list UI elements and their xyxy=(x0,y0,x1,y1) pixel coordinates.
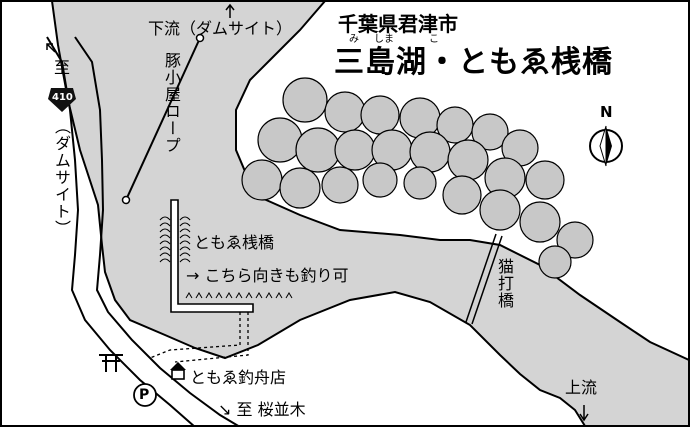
title-main: 三島湖・ともゑ桟橋 xyxy=(334,45,613,80)
moored-boats xyxy=(159,216,293,299)
rope-line xyxy=(125,37,201,201)
pier-structure xyxy=(170,199,254,313)
road-edge-right xyxy=(74,36,241,427)
bridge xyxy=(465,233,503,325)
forest xyxy=(241,77,594,279)
parking-letter: P xyxy=(139,387,150,403)
shrine-icon xyxy=(99,354,123,372)
footpath-2 xyxy=(174,312,249,363)
label-pier: ともゑ桟橋 xyxy=(194,233,275,252)
downstream-dest-text: （ダムサイト） xyxy=(180,19,293,38)
label-fishing-ok: → こちら向きも釣り可 xyxy=(186,266,349,285)
nw-arrow-icon xyxy=(46,43,56,53)
house-icon xyxy=(170,362,186,380)
label-left-damsite: （ダムサイト） xyxy=(52,118,71,237)
label-sakuranamiki: ↘ 至 桜並木 xyxy=(218,400,306,419)
downstream-text: 下流 xyxy=(148,19,181,38)
label-rope: 豚小屋ロープ xyxy=(162,52,181,154)
ruby-ko: こ xyxy=(429,34,439,45)
label-bridge: 猫打橋 xyxy=(495,258,514,309)
title-city: 千葉県君津市 xyxy=(338,12,458,36)
label-upstream: 上流 xyxy=(565,378,598,397)
ruby-shima: しま xyxy=(374,34,394,45)
rope-end-bottom xyxy=(121,195,131,205)
ruby-mi: み xyxy=(349,34,359,45)
label-shop: ともゑ釣舟店 xyxy=(190,368,287,387)
parking-icon xyxy=(133,383,157,407)
down-arrow-icon xyxy=(579,405,589,422)
label-downstream: 下流（ダムサイト） xyxy=(148,21,292,37)
route-shield-icon xyxy=(48,88,76,112)
rope-end-top xyxy=(195,33,205,43)
label-to-left: 至 xyxy=(54,58,71,77)
footpath xyxy=(149,312,241,359)
route-number: 410 xyxy=(52,92,73,103)
north-arrow-icon xyxy=(589,125,623,167)
up-arrow-icon xyxy=(225,3,235,18)
label-north: N xyxy=(600,103,613,121)
